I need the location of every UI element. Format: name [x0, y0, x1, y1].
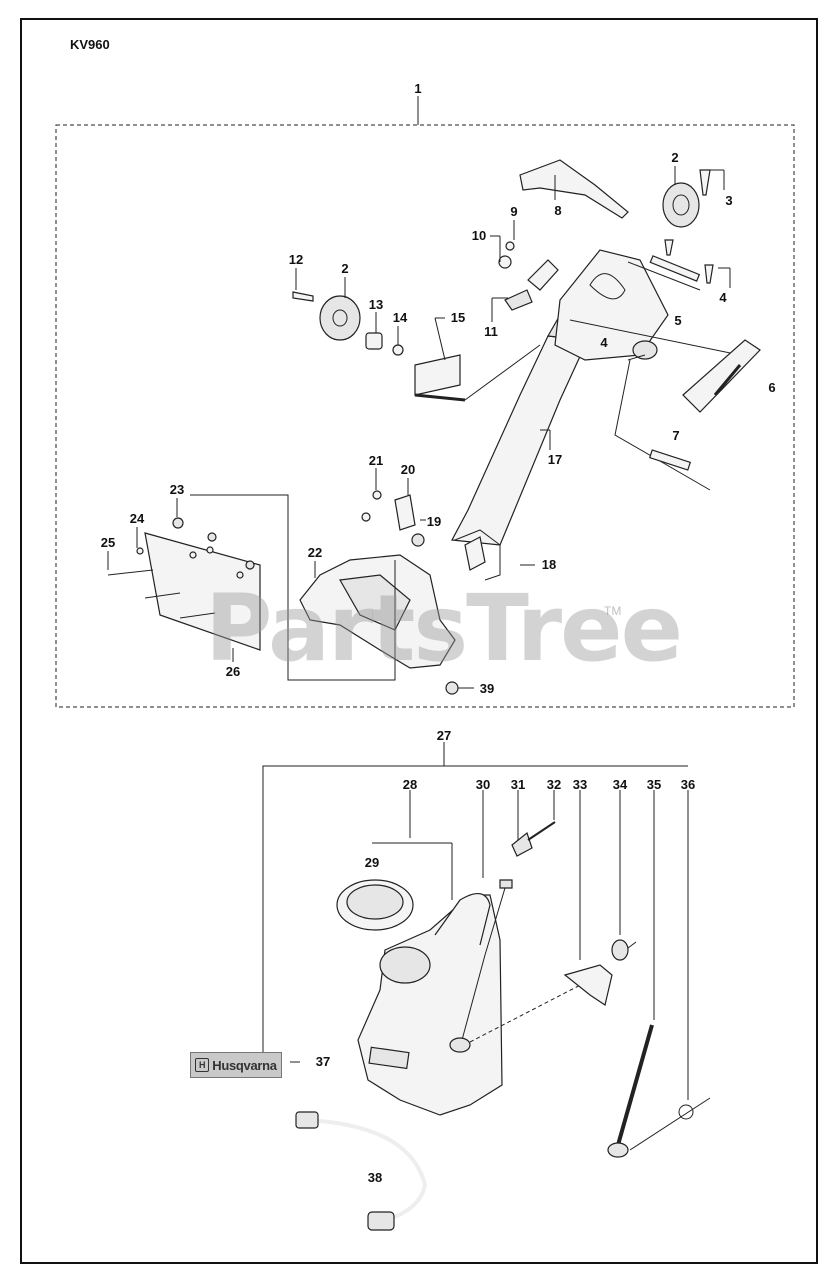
- callout-10: 10: [472, 228, 486, 243]
- watermark-tm: TM: [604, 604, 622, 618]
- callout-15: 15: [451, 310, 465, 325]
- hose-end-top: [295, 1111, 319, 1129]
- bushing: [632, 340, 658, 360]
- callout-3: 3: [725, 193, 732, 208]
- fitting: [449, 1037, 471, 1053]
- spacer-13: [365, 332, 383, 350]
- model-label: KV960: [70, 37, 110, 52]
- callout-26: 26: [226, 664, 240, 679]
- callout-9: 9: [510, 204, 517, 219]
- callout-35: 35: [647, 777, 661, 792]
- screw-3: [699, 169, 711, 196]
- cable-end-7: [648, 449, 692, 471]
- hose-38: [304, 1119, 426, 1221]
- leader-lines: [107, 166, 731, 689]
- callout-19: 19: [427, 514, 441, 529]
- callout-22: 22: [308, 545, 322, 560]
- callout-14: 14: [393, 310, 408, 325]
- callout-12: 12: [289, 252, 303, 267]
- callout-36: 36: [681, 777, 695, 792]
- callout-38: 38: [368, 1170, 382, 1185]
- callouts: 1 2 2 3 4 4 5 6 7 8 9 10 11 12 13 14 15 …: [101, 81, 776, 1185]
- ring-34: [611, 939, 629, 961]
- grommet-30: [499, 879, 513, 889]
- handle-tube: [451, 335, 586, 546]
- brand-label-text: Husqvarna: [212, 1057, 277, 1073]
- bracket-33: [563, 964, 613, 1006]
- callout-25: 25: [101, 535, 115, 550]
- bracket-box: [190, 494, 396, 681]
- callout-1: 1: [414, 81, 421, 96]
- brand-label-37: H Husqvarna: [190, 1052, 282, 1078]
- callout-11: 11: [484, 324, 498, 339]
- callout-5: 5: [674, 313, 681, 328]
- callout-18: 18: [542, 557, 556, 572]
- nut-19: [411, 533, 425, 547]
- callout-2: 2: [671, 150, 678, 165]
- callout-8: 8: [554, 203, 561, 218]
- callout-20: 20: [401, 462, 415, 477]
- washer-14: [392, 344, 404, 356]
- bracket-10: [527, 259, 559, 291]
- callout-4: 4: [719, 290, 727, 305]
- callout-6: 6: [768, 380, 775, 395]
- callout-27: 27: [437, 728, 451, 743]
- knob-right: [662, 182, 700, 228]
- callout-33: 33: [573, 777, 587, 792]
- callout-31: 31: [511, 777, 525, 792]
- handle-head-hole: [589, 273, 626, 300]
- callout-24: 24: [130, 511, 145, 526]
- plate-26: [144, 532, 261, 651]
- callout-29: 29: [365, 855, 379, 870]
- latch-15: [414, 354, 461, 396]
- callout-39: 39: [480, 681, 494, 696]
- callout-17: 17: [548, 452, 562, 467]
- callout-13: 13: [369, 297, 383, 312]
- callout-34: 34: [613, 777, 628, 792]
- callout-32: 32: [547, 777, 561, 792]
- bracket-11: [504, 289, 533, 311]
- callout-28: 28: [403, 777, 417, 792]
- valve-31: [511, 831, 533, 857]
- knob-left: [319, 295, 361, 341]
- callout-21: 21: [369, 453, 383, 468]
- brand-logo-icon: H: [195, 1058, 210, 1072]
- screw-12: [292, 291, 314, 302]
- tank-neck: [379, 946, 431, 984]
- lever: [519, 159, 629, 219]
- hose-end-bottom: [367, 1211, 395, 1231]
- callout-7: 7: [672, 428, 679, 443]
- bracket-27-line: [262, 765, 688, 1062]
- spring-6: [682, 339, 761, 413]
- callout-4b: 4: [600, 335, 608, 350]
- callout-2b: 2: [341, 261, 348, 276]
- callout-37: 37: [316, 1054, 330, 1069]
- oring-36: [678, 1104, 694, 1120]
- plate-20: [394, 494, 416, 531]
- assembly-box: [55, 124, 795, 708]
- callout-30: 30: [476, 777, 490, 792]
- rod-35: [616, 1024, 654, 1146]
- plate-5: [649, 255, 701, 282]
- callout-23: 23: [170, 482, 184, 497]
- handle-head: [554, 249, 669, 361]
- u-bolt-18: [454, 529, 501, 581]
- page-frame: [20, 18, 818, 1264]
